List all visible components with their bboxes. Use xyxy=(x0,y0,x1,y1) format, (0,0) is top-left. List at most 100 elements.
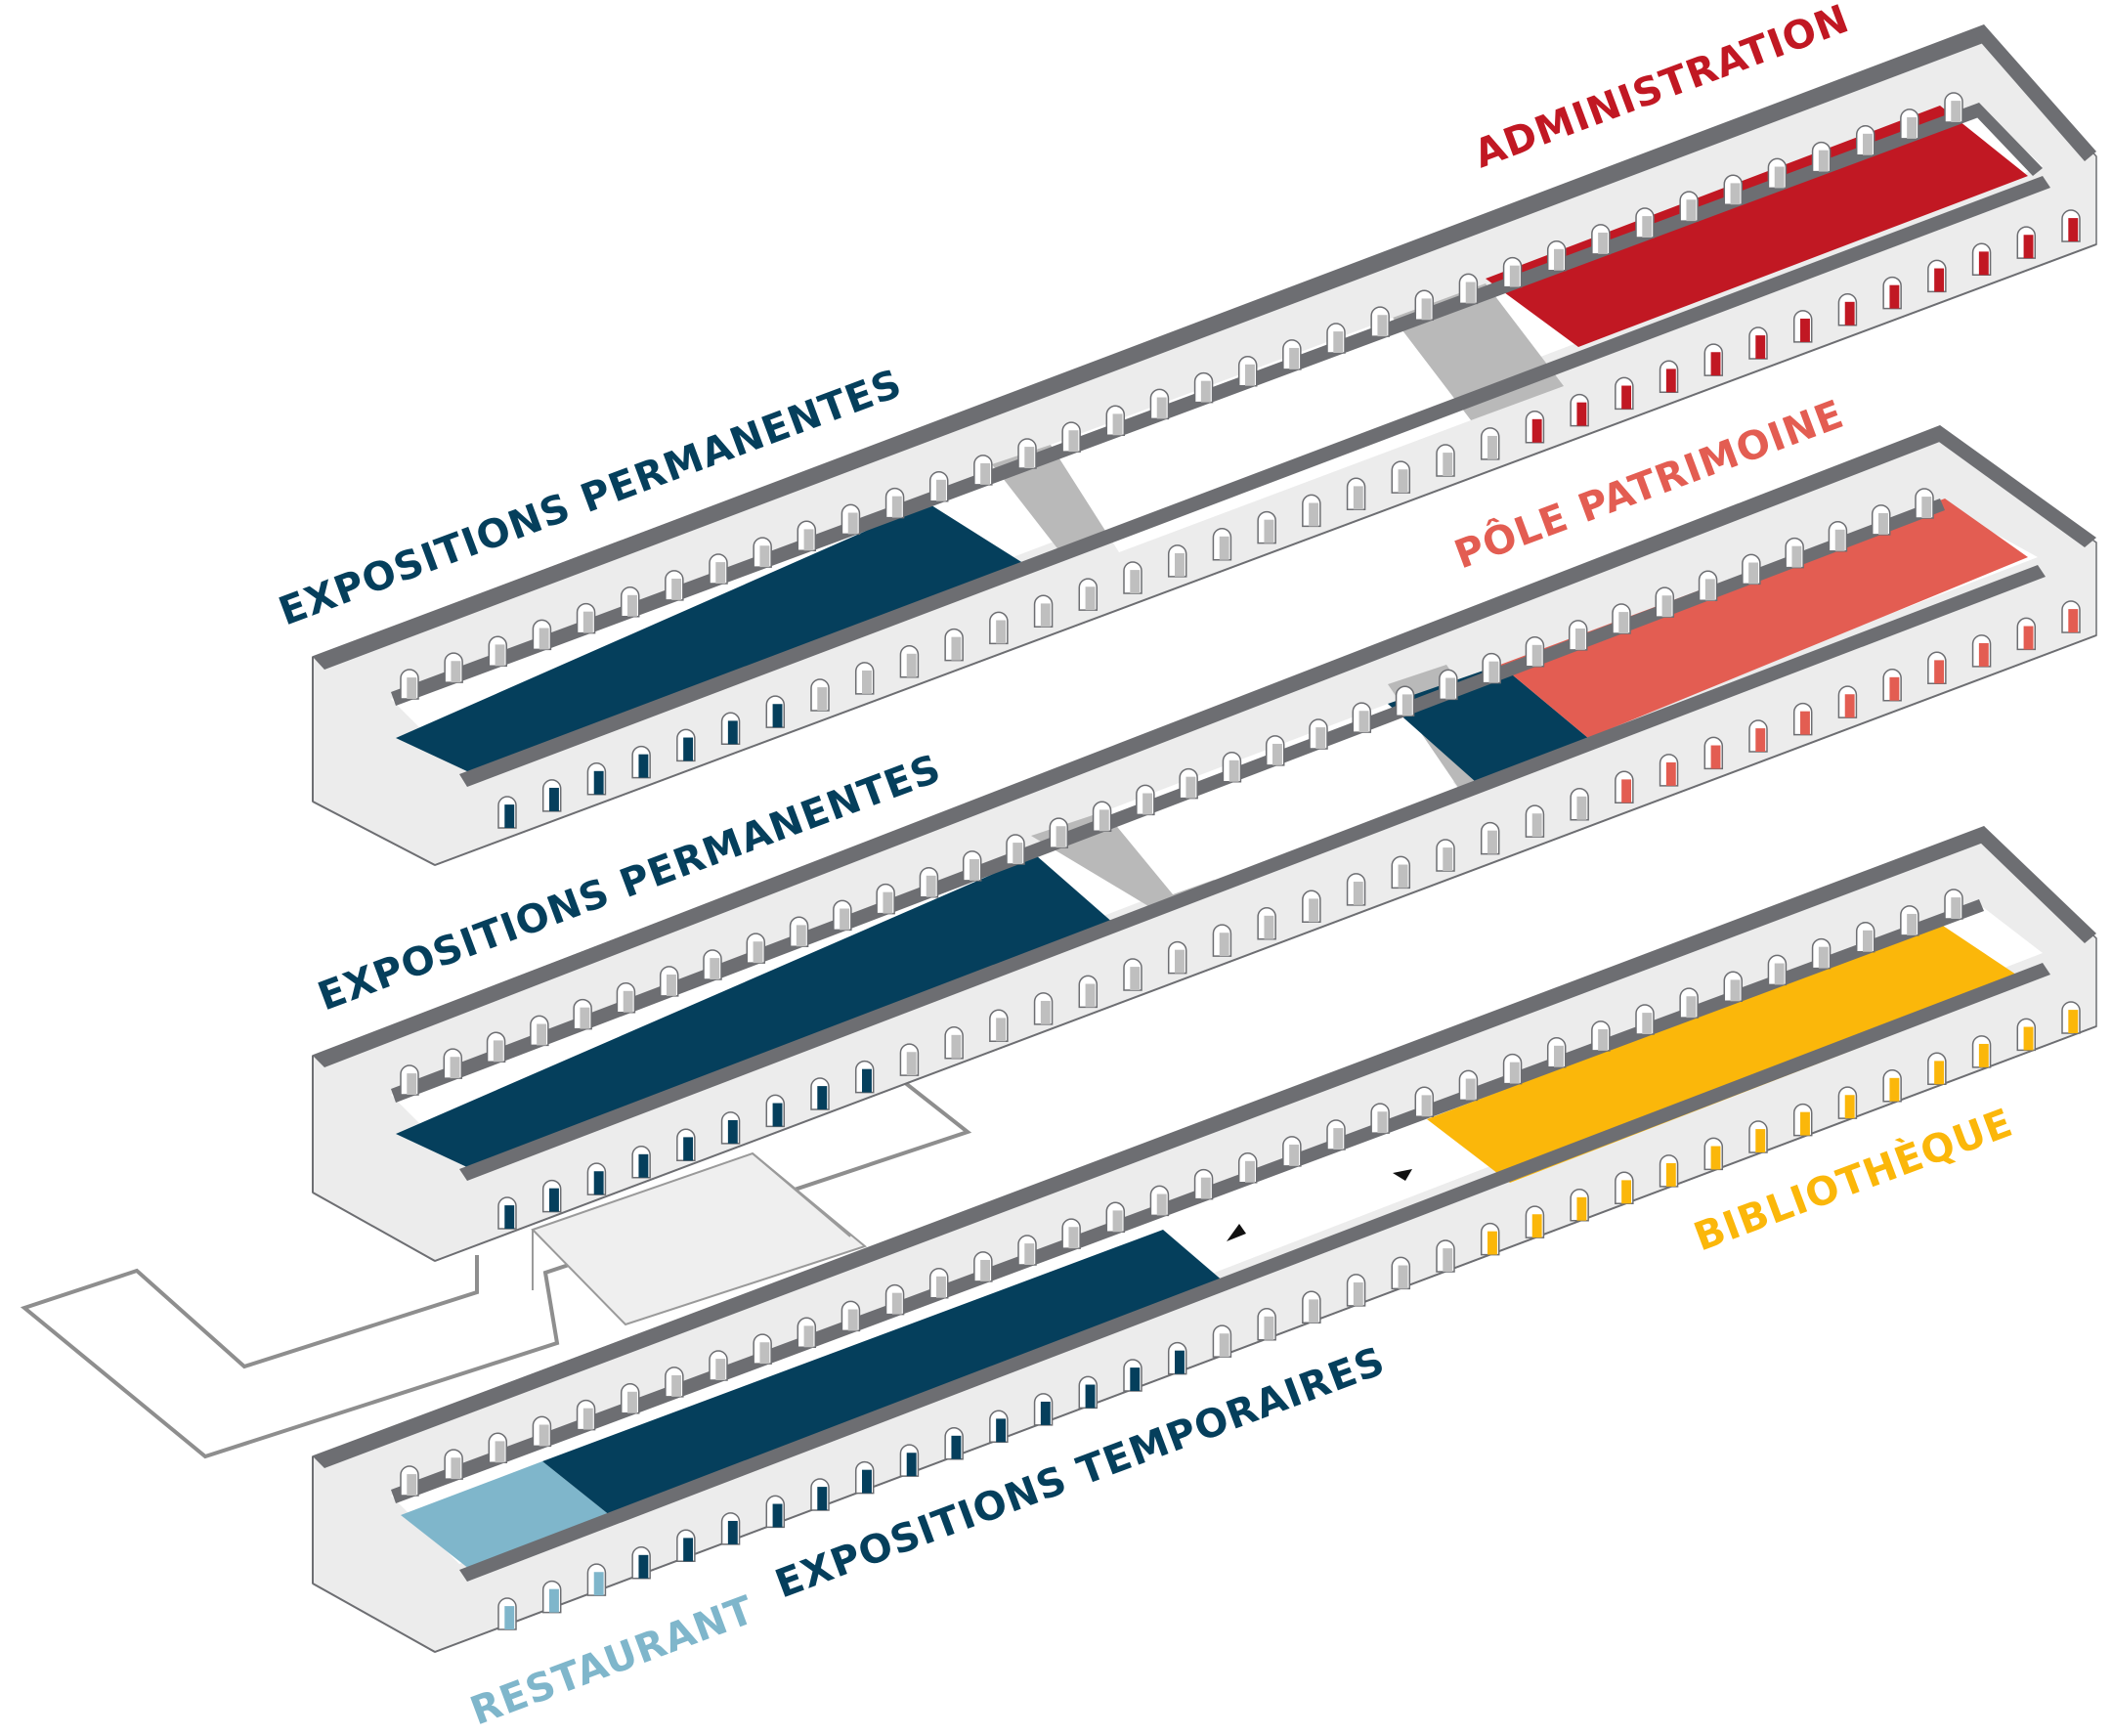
window-shade xyxy=(803,529,814,551)
window-shade xyxy=(1175,1350,1185,1374)
window-shade xyxy=(1264,915,1274,939)
window-shade xyxy=(1730,183,1741,205)
window-shade xyxy=(883,891,893,914)
window-shade xyxy=(710,958,720,979)
window-shade xyxy=(1978,251,1989,276)
window-shade xyxy=(1951,897,1961,919)
window-shade xyxy=(1175,552,1185,577)
window-shade xyxy=(980,1259,991,1281)
window-shade xyxy=(1040,603,1051,628)
window-shade xyxy=(1844,301,1855,326)
window-shade xyxy=(638,754,649,778)
window-shade xyxy=(1907,913,1918,935)
window-shade xyxy=(1024,447,1035,468)
window-shade xyxy=(906,653,917,677)
window-shade xyxy=(862,1469,872,1494)
window-shade xyxy=(1488,661,1499,683)
window-shade xyxy=(504,1606,515,1629)
window-shade xyxy=(504,804,515,828)
window-shade xyxy=(593,1171,604,1195)
zone-expositions-permanentes-top xyxy=(396,503,1026,772)
window-shade xyxy=(1576,796,1587,820)
window-shade xyxy=(1333,331,1344,353)
window-shade xyxy=(1818,150,1829,172)
window-shade xyxy=(549,787,559,811)
window-shade xyxy=(715,1359,726,1380)
window-shade xyxy=(862,1068,872,1093)
window-shade xyxy=(1642,1013,1653,1034)
window-shade xyxy=(1642,216,1653,238)
window-shade xyxy=(1889,676,1900,701)
window-shade xyxy=(1398,1265,1408,1289)
floor-top xyxy=(312,24,2097,866)
window-shade xyxy=(1068,430,1079,453)
window-shade xyxy=(1309,898,1319,923)
window-shade xyxy=(2023,626,2034,650)
window-shade xyxy=(1353,486,1363,510)
window-shade xyxy=(667,974,676,996)
window-shade xyxy=(1531,418,1542,443)
window-shade xyxy=(1661,595,1672,618)
window-shade xyxy=(1844,694,1855,718)
window-arches xyxy=(400,92,2081,1630)
window-shade xyxy=(1774,963,1785,985)
window-shade xyxy=(759,1342,770,1365)
zone-expositions-temporaires xyxy=(542,1230,1231,1520)
window-shade xyxy=(1309,1299,1319,1324)
window-shade xyxy=(495,644,505,667)
window-shade xyxy=(1934,1061,1945,1085)
window-shade xyxy=(1509,1062,1520,1084)
window-shade xyxy=(1554,248,1564,271)
window-shade xyxy=(1686,996,1697,1019)
window-shade xyxy=(1665,369,1676,393)
floor-bottom xyxy=(312,826,2097,1653)
window-shade xyxy=(1465,282,1476,304)
window-shade xyxy=(2068,609,2079,632)
window-shade xyxy=(683,737,694,761)
window-shade xyxy=(1130,570,1141,593)
window-shade xyxy=(1024,1243,1035,1265)
window-shade xyxy=(1200,1177,1211,1199)
window-shade xyxy=(1085,1384,1096,1409)
window-shade xyxy=(840,908,850,931)
window-shade xyxy=(1621,385,1632,410)
window-shade xyxy=(638,1153,649,1178)
window-shade xyxy=(493,1040,503,1063)
window-shade xyxy=(450,1057,460,1079)
window-shade xyxy=(1665,1162,1676,1187)
window-shade xyxy=(1245,1160,1255,1183)
window-shade xyxy=(1800,711,1810,735)
window-shade xyxy=(772,704,783,728)
window-shade xyxy=(727,1119,738,1144)
window-shade xyxy=(1465,1078,1476,1101)
window-shade xyxy=(1443,847,1453,871)
window-shade xyxy=(1421,1095,1432,1117)
window-shade xyxy=(1748,562,1759,585)
window-shade xyxy=(727,720,738,745)
window-shade xyxy=(970,858,979,881)
window-shade xyxy=(1686,199,1697,222)
window-shade xyxy=(580,1007,590,1029)
window-shade xyxy=(1421,298,1432,321)
arcade-pergola xyxy=(531,1151,868,1326)
window-shade xyxy=(1755,335,1766,359)
window-shade xyxy=(817,1086,828,1109)
window-shade xyxy=(936,1276,946,1298)
window-shade xyxy=(1219,933,1229,957)
window-shade xyxy=(817,687,828,711)
window-shade xyxy=(1185,776,1196,799)
window-shade xyxy=(1377,1111,1388,1134)
window-shade xyxy=(1710,1146,1721,1170)
window-shade xyxy=(951,1034,962,1059)
window-shade xyxy=(537,1023,547,1046)
window-shade xyxy=(1040,1401,1051,1425)
window-shade xyxy=(451,661,461,683)
window-shade xyxy=(1978,1043,1989,1067)
window-shade xyxy=(1013,843,1023,864)
window-shade xyxy=(1621,779,1632,803)
window-shade xyxy=(549,1588,559,1613)
window-shade xyxy=(1142,793,1153,815)
window-shade xyxy=(1576,1196,1587,1221)
window-shade xyxy=(1800,1111,1810,1136)
